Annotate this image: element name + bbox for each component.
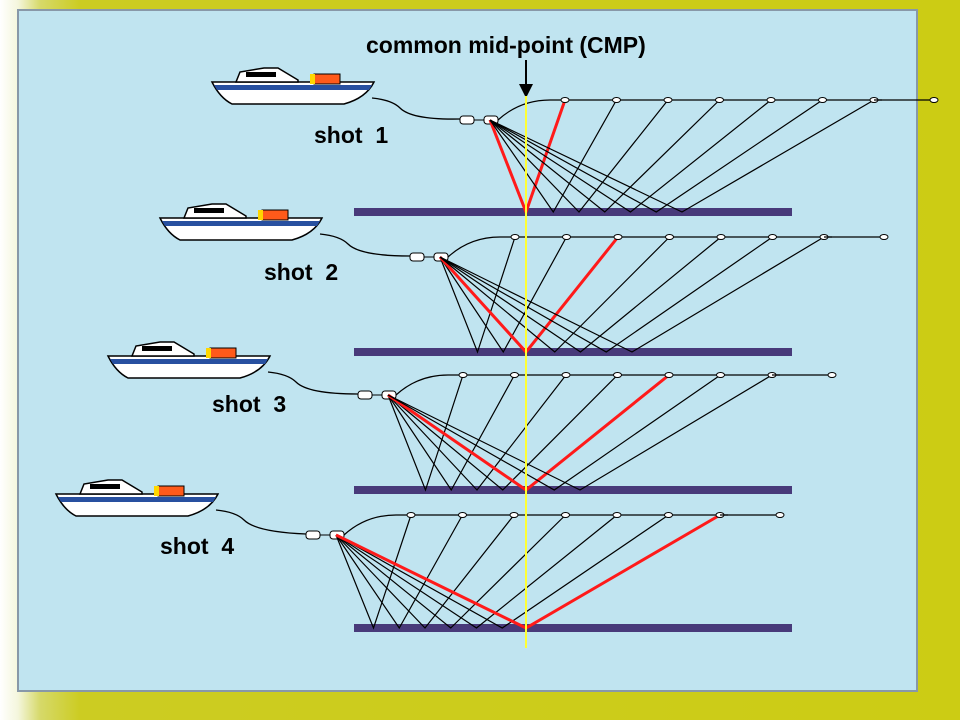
- reflected-ray-path: [439, 236, 773, 353]
- reflected-ray-path: [335, 514, 515, 629]
- hydrophone-icon: [458, 372, 468, 378]
- tow-cable: [215, 509, 307, 535]
- boat-window: [90, 484, 120, 489]
- hydrophone-icon: [818, 97, 827, 103]
- reflected-ray-path: [439, 236, 568, 354]
- reflector-layer: [354, 486, 792, 494]
- airgun-source-icon: [357, 390, 373, 400]
- reflected-ray-path: [489, 99, 669, 213]
- boat-icon: [54, 479, 220, 517]
- reflected-ray-path: [489, 99, 772, 213]
- reflected-ray-path: [335, 514, 669, 629]
- boat-cargo: [261, 209, 289, 221]
- boat-window: [194, 208, 224, 213]
- hydrophone-icon: [664, 372, 674, 378]
- reflected-ray-path: [387, 374, 464, 492]
- reflected-ray-path: [489, 99, 720, 213]
- boat-cargo: [313, 73, 341, 85]
- hydrophone-icon: [716, 234, 726, 240]
- hydrophone-icon: [716, 372, 725, 378]
- reflected-ray-path: [387, 374, 618, 491]
- hydrophone-icon: [510, 372, 519, 378]
- tail-buoy-icon: [929, 97, 939, 103]
- boat-window: [142, 346, 172, 351]
- reflected-ray-path: [439, 236, 670, 353]
- hydrophone-icon: [613, 372, 622, 378]
- hydrophone-icon: [715, 97, 724, 103]
- boat-window: [246, 72, 276, 77]
- boat-cargo-tag: [258, 210, 263, 220]
- hydrophone-icon: [562, 234, 571, 240]
- diagram-title: common mid-point (CMP): [366, 32, 646, 58]
- tow-cable: [267, 371, 359, 395]
- hydrophone-icon: [612, 512, 622, 518]
- shots-layer: [54, 67, 939, 632]
- hydrophone-icon: [612, 97, 621, 103]
- shot-label-2: shot 2: [264, 259, 338, 285]
- hydrophone-icon: [561, 372, 571, 378]
- reflected-ray-path: [387, 374, 721, 491]
- down-arrow-icon: [519, 60, 533, 98]
- tail-buoy-icon: [879, 234, 889, 240]
- boat-cargo-tag: [310, 74, 315, 84]
- streamer-cable: [343, 514, 728, 536]
- hydrophone-icon: [613, 234, 623, 240]
- reflected-ray-path: [387, 374, 567, 491]
- reflected-ray-path: [489, 99, 823, 213]
- hydrophone-icon: [665, 234, 674, 240]
- reflected-ray-path: [335, 514, 566, 629]
- boat-stripe: [162, 221, 320, 226]
- boat-stripe: [58, 497, 216, 502]
- boat-cargo-tag: [206, 348, 211, 358]
- hydrophone-icon: [766, 97, 776, 103]
- reflected-ray-path: [489, 99, 618, 214]
- reflected-ray-path: [439, 236, 825, 353]
- reflected-ray-path: [387, 374, 773, 491]
- boat-icon: [210, 67, 376, 105]
- boat-cargo: [209, 347, 237, 359]
- reflected-ray-path: [489, 99, 875, 213]
- reflected-ray-path: [335, 514, 412, 630]
- shot-group-3: [106, 341, 837, 494]
- boat-stripe: [110, 359, 268, 364]
- streamer-cable: [395, 374, 780, 396]
- shot-group-4: [54, 479, 792, 632]
- reflected-ray-path: [387, 374, 516, 492]
- tow-cable: [319, 233, 411, 257]
- hydrophone-icon: [560, 97, 570, 103]
- tow-cable: [371, 97, 461, 120]
- boat-icon: [158, 203, 324, 241]
- hydrophone-icon: [510, 234, 520, 240]
- hydrophone-icon: [664, 512, 673, 518]
- hydrophone-icon: [561, 512, 570, 518]
- hydrophone-icon: [406, 512, 416, 518]
- reflector-layer: [354, 208, 792, 216]
- airgun-source-icon: [409, 252, 425, 262]
- boat-stripe: [214, 85, 372, 90]
- tail-buoy-icon: [827, 372, 837, 378]
- shot-label-1: shot 1: [314, 122, 388, 148]
- shot-label-3: shot 3: [212, 391, 286, 417]
- hydrophone-icon: [663, 97, 673, 103]
- hydrophone-icon: [458, 512, 467, 518]
- shot-label-4: shot 4: [160, 533, 234, 559]
- boat-cargo-tag: [154, 486, 159, 496]
- boat-icon: [106, 341, 272, 379]
- tail-buoy-icon: [775, 512, 785, 518]
- boat-cargo: [157, 485, 185, 497]
- hydrophone-icon: [509, 512, 519, 518]
- hydrophone-icon: [768, 234, 777, 240]
- streamer-cable: [447, 236, 832, 258]
- airgun-source-icon: [305, 530, 321, 540]
- reflected-ray-path: [439, 236, 722, 353]
- reflector-layer: [354, 624, 792, 632]
- reflected-ray-path: [439, 236, 516, 354]
- airgun-source-icon: [459, 115, 475, 125]
- reflector-layer: [354, 348, 792, 356]
- reflected-ray-path: [335, 514, 464, 630]
- reflected-ray-path: [335, 514, 618, 629]
